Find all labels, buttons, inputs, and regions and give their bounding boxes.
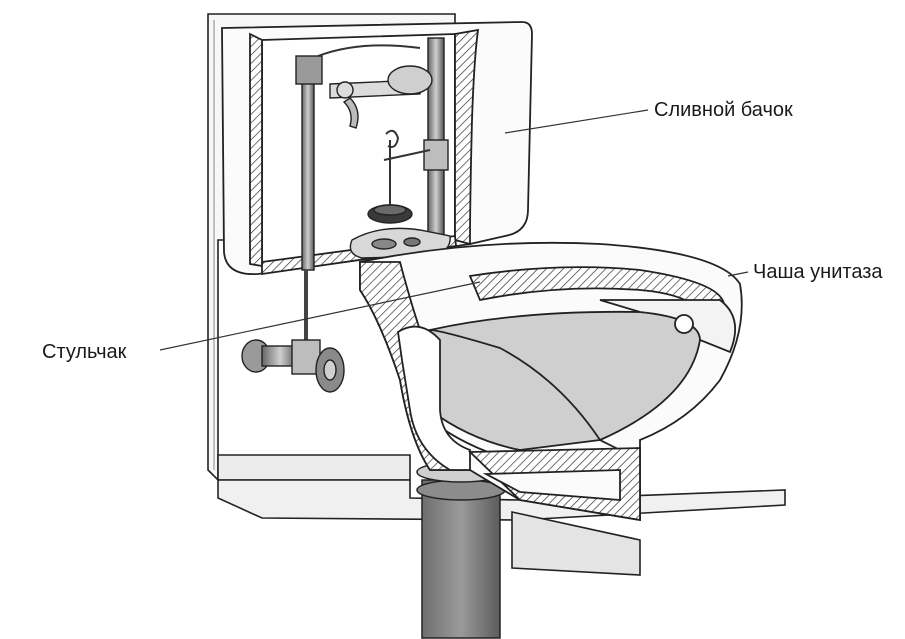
seat-leader-line (159, 281, 481, 351)
callout-lines (159, 109, 749, 351)
tank-leader-line (504, 109, 649, 134)
drain-pipe (416, 461, 506, 639)
label-cistern-tank: Сливной бачок (654, 99, 793, 121)
label-toilet-bowl: Чаша унитаза (753, 261, 883, 283)
label-toilet-seat: Стульчак (42, 341, 127, 363)
toilet-bowl (359, 241, 743, 522)
flush-handle (342, 97, 359, 129)
overflow-tube (427, 37, 445, 239)
water-supply-valve (241, 270, 345, 393)
bowl-leader-line (727, 271, 749, 277)
flush-mechanism (295, 37, 451, 271)
fill-valve-tube (301, 59, 315, 271)
floor-slab (217, 479, 786, 576)
